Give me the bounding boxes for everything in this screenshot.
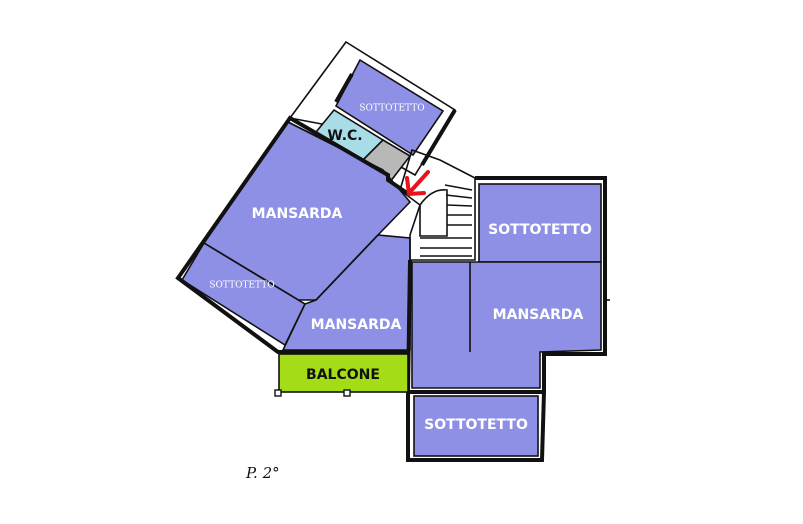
room-sottotetto-right-top — [478, 183, 602, 263]
floor-label: P. 2° — [245, 464, 280, 482]
label-mansarda-center: MANSARDA — [311, 317, 402, 333]
label-wc: W.C. — [327, 128, 362, 144]
partition-3 — [287, 121, 384, 171]
stair-treads — [419, 184, 473, 257]
label-mansarda-right: MANSARDA — [493, 307, 584, 323]
balcony — [278, 353, 409, 393]
label-sottotetto-bottom: SOTTOTETTO — [424, 417, 528, 433]
label-sottotetto-top: SOTTOTETTO — [359, 104, 424, 114]
label-mansarda-left: MANSARDA — [252, 206, 343, 222]
label-sottotetto-right-top: SOTTOTETTO — [488, 222, 592, 238]
room-sottotetto-bottom — [413, 395, 539, 457]
wall-segment — [334, 73, 354, 103]
balcony-post-mid — [343, 389, 351, 397]
room-mansarda-right — [411, 261, 602, 389]
balcony-post-left — [274, 389, 282, 397]
entrance-arrow-icon — [405, 170, 430, 196]
partition-1 — [203, 242, 306, 305]
label-balcone: BALCONE — [306, 367, 380, 383]
label-sottotetto-left: SOTTOTETTO — [209, 281, 274, 291]
outer-wall-left — [175, 115, 412, 354]
partition-2 — [315, 234, 379, 301]
